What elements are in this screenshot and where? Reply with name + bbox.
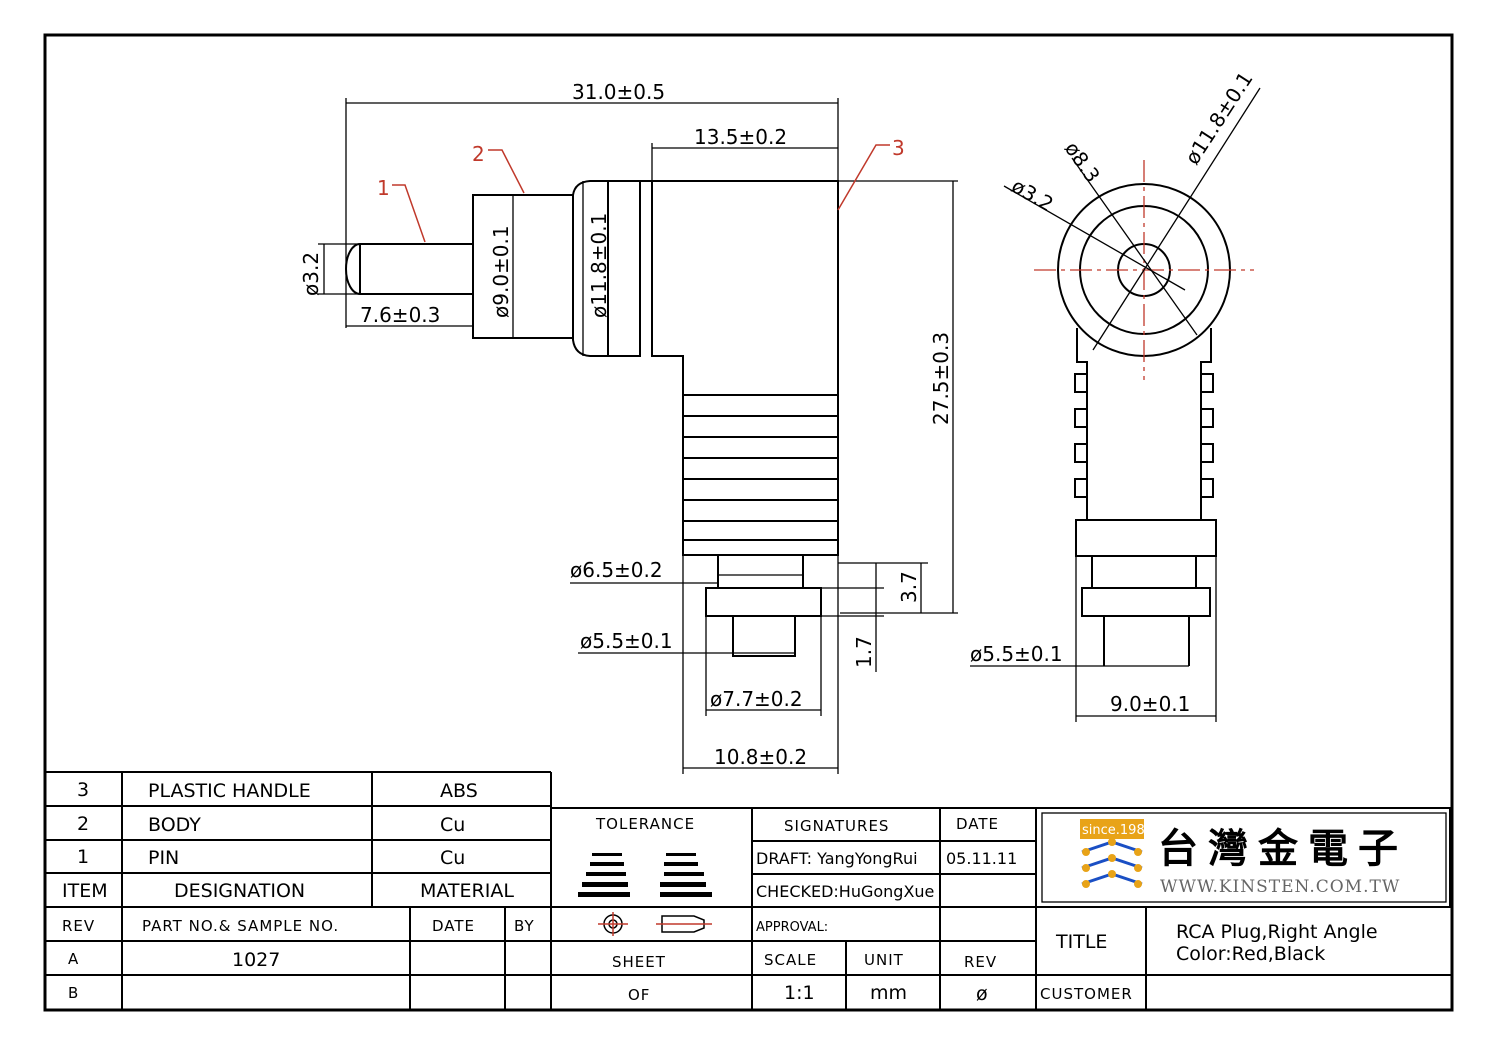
collar-outline xyxy=(572,180,641,357)
parts-header-designation: DESIGNATION xyxy=(174,880,305,902)
pin-outline xyxy=(345,243,474,295)
company-url: WWW.KINSTEN.COM.TW xyxy=(1160,877,1400,897)
side-dimensions xyxy=(970,87,1261,722)
tolerance-label: TOLERANCE xyxy=(595,815,695,833)
title-line-1: RCA Plug,Right Angle xyxy=(1176,921,1378,943)
parts-row-3-designation: PLASTIC HANDLE xyxy=(148,780,311,802)
sheet-label: SHEET xyxy=(612,953,666,971)
part-no-header: PART NO.& SAMPLE NO. xyxy=(142,917,339,935)
unit-value: mm xyxy=(870,982,907,1004)
callout-leaders xyxy=(392,144,890,243)
checked-signature: CHECKED:HuGongXue xyxy=(756,882,934,901)
dim-side-w90: 9.0±0.1 xyxy=(1110,692,1190,716)
tolerance-graphic xyxy=(578,853,712,936)
dim-pin-dia: ø3.2 xyxy=(299,252,323,296)
parts-row-3-material: ABS xyxy=(440,780,478,802)
dim-h37: 3.7 xyxy=(897,571,921,603)
dim-side-d55: ø5.5±0.1 xyxy=(970,642,1063,666)
handle-outline xyxy=(640,180,839,556)
approval-label: APPROVAL: xyxy=(756,920,828,935)
dim-pin-length: 7.6±0.3 xyxy=(360,303,440,327)
title-line-2: Color:Red,Black xyxy=(1176,943,1325,965)
of-label: OF xyxy=(628,986,650,1004)
dim-d55: ø5.5±0.1 xyxy=(580,629,673,653)
flange-outline xyxy=(705,587,822,617)
title-label: TITLE xyxy=(1055,931,1107,953)
unit-label: UNIT xyxy=(864,951,904,969)
parts-header-material: MATERIAL xyxy=(420,880,514,902)
customer-label: CUSTOMER xyxy=(1040,985,1133,1003)
front-dimensions xyxy=(318,98,958,774)
body-outline xyxy=(472,194,574,339)
rev-row-a-part: 1027 xyxy=(232,949,280,971)
front-view xyxy=(345,180,839,657)
parts-row-2-designation: BODY xyxy=(148,814,201,836)
draft-signature: DRAFT: YangYongRui xyxy=(756,849,918,868)
parts-row-3-item: 3 xyxy=(77,779,89,801)
title-block-texts: 3 PLASTIC HANDLE ABS 2 BODY Cu 1 PIN Cu … xyxy=(62,779,1408,1005)
rev-header: REV xyxy=(62,917,95,935)
dim-collar-dia: ø11.8±0.1 xyxy=(587,213,611,318)
scale-label: SCALE xyxy=(764,951,817,969)
dim-d65: ø6.5±0.2 xyxy=(570,558,663,582)
dim-w108: 10.8±0.2 xyxy=(714,745,807,769)
since-badge xyxy=(1080,819,1144,839)
parts-header-item: ITEM xyxy=(62,880,108,902)
dim-overall-length: 31.0±0.5 xyxy=(572,80,665,104)
dim-body-dia: ø9.0±0.1 xyxy=(489,225,513,318)
dim-height: 27.5±0.3 xyxy=(929,332,953,425)
rev-row-b: B xyxy=(68,984,79,1002)
sheet-border xyxy=(43,33,1454,1012)
dim-h17: 1.7 xyxy=(852,636,876,668)
parts-row-2-material: Cu xyxy=(440,814,465,836)
rev-row-a: A xyxy=(68,950,79,968)
parts-row-2-item: 2 xyxy=(77,813,89,835)
draft-date: 05.11.11 xyxy=(946,849,1017,868)
callout-3: 3 xyxy=(892,136,905,160)
callout-1: 1 xyxy=(377,176,390,200)
dim-body-length: 13.5±0.2 xyxy=(694,125,787,149)
company-logo-mark xyxy=(1080,819,1144,888)
rev-block-label: REV xyxy=(964,953,997,971)
dim-side-d83: ø8.3 xyxy=(1060,137,1105,187)
side-view xyxy=(1057,183,1231,666)
since-text: since.1980 xyxy=(1082,823,1153,838)
tail-outline xyxy=(732,615,796,657)
parts-row-1-material: Cu xyxy=(440,847,465,869)
dim-d77: ø7.7±0.2 xyxy=(710,687,803,711)
by-header: BY xyxy=(514,917,535,935)
dimension-texts: 31.0±0.5 13.5±0.2 27.5±0.3 ø3.2 7.6±0.3 … xyxy=(299,67,1258,769)
title-block-grid xyxy=(45,771,1452,1010)
dim-side-d32: ø3.2 xyxy=(1008,174,1058,217)
scale-value: 1:1 xyxy=(784,982,815,1004)
parts-row-1-item: 1 xyxy=(77,846,89,868)
signatures-label: SIGNATURES xyxy=(784,817,889,835)
callout-2: 2 xyxy=(472,142,485,166)
neck-outline xyxy=(717,554,804,589)
rev-block-value: ø xyxy=(976,983,988,1005)
parts-row-1-designation: PIN xyxy=(148,847,179,869)
company-name: 台灣金電子 xyxy=(1158,825,1408,872)
rev-date-header: DATE xyxy=(432,917,475,935)
signatures-date-label: DATE xyxy=(956,815,999,833)
